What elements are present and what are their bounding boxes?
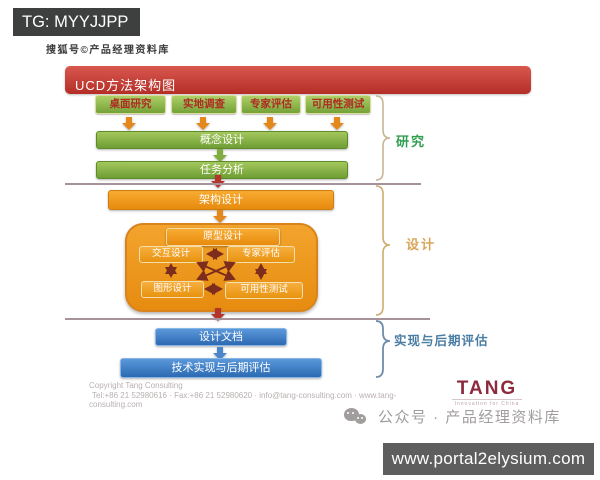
cross-arrow-icon	[196, 261, 236, 281]
cycle-arrows-graphic	[165, 248, 267, 295]
step-architecture-design: 架构设计	[108, 190, 334, 210]
phase-divider	[65, 318, 430, 320]
research-input-desk-research: 桌面研究	[95, 95, 166, 114]
tang-logo-tagline: Innovation for China	[452, 399, 522, 407]
phase-label-research: 研究	[396, 134, 427, 149]
phase-label-design: 设计	[406, 237, 437, 252]
tang-logo: TANG Innovation for China	[452, 378, 522, 407]
copyright-block: Copyright Tang Consulting Tel:+86 21 529…	[89, 381, 396, 410]
phase-label-implementation: 实现与后期评估	[394, 334, 489, 348]
step-design-document: 设计文档	[155, 328, 287, 346]
research-brace	[375, 95, 391, 181]
step-prototype-design: 原型设计	[166, 228, 280, 246]
copyright-line3: consulting.com	[89, 400, 143, 409]
url-watermark-badge: www.portal2elysium.com	[383, 443, 594, 475]
copyright-line2: Tel:+86 21 52980616 · Fax:+86 21 5298062…	[92, 390, 397, 400]
research-input-usability-test: 可用性测试	[305, 95, 371, 114]
cycle-graphic-design: 图形设计	[141, 281, 204, 298]
cycle-expert-review: 专家评估	[227, 246, 295, 263]
down-arrow-icon	[263, 117, 277, 130]
wechat-caption: 公众号 · 产品经理资料库	[378, 409, 561, 426]
phase-braces-graphic	[375, 95, 391, 378]
diagram-title-banner: UCD方法架构图	[65, 66, 531, 94]
down-arrow-icon	[211, 175, 225, 188]
down-arrow-icon	[196, 117, 210, 130]
step-task-analysis: 任务分析	[96, 161, 348, 179]
tg-watermark-badge: TG: MYYJJPP	[13, 8, 140, 36]
down-arrow-icon	[211, 308, 225, 321]
cycle-interaction-design: 交互设计	[139, 246, 203, 263]
diagram-title: UCD方法架构图	[75, 78, 177, 93]
implementation-brace	[375, 320, 391, 378]
down-arrow-icon	[213, 149, 227, 162]
sohu-watermark: 搜狐号©产品经理资料库	[46, 45, 170, 56]
wechat-icon	[344, 407, 370, 427]
phase-divider	[65, 183, 421, 185]
wechat-caption-row: 公众号 · 产品经理资料库	[344, 406, 561, 427]
step-concept-design: 概念设计	[96, 131, 348, 149]
down-arrow-icon	[122, 117, 136, 130]
down-arrow-icon	[213, 210, 227, 223]
copyright-line1: Copyright Tang Consulting	[89, 381, 183, 390]
down-arrow-icon	[330, 117, 344, 130]
tang-logo-text: TANG	[456, 378, 518, 399]
down-arrow-icon	[213, 347, 227, 360]
research-input-expert-review: 专家评估	[241, 95, 301, 114]
research-input-field-survey: 实地调查	[171, 95, 237, 114]
design-brace	[375, 185, 391, 316]
step-tech-implementation: 技术实现与后期评估	[120, 358, 322, 378]
cycle-usability-test: 可用性测试	[225, 282, 303, 299]
